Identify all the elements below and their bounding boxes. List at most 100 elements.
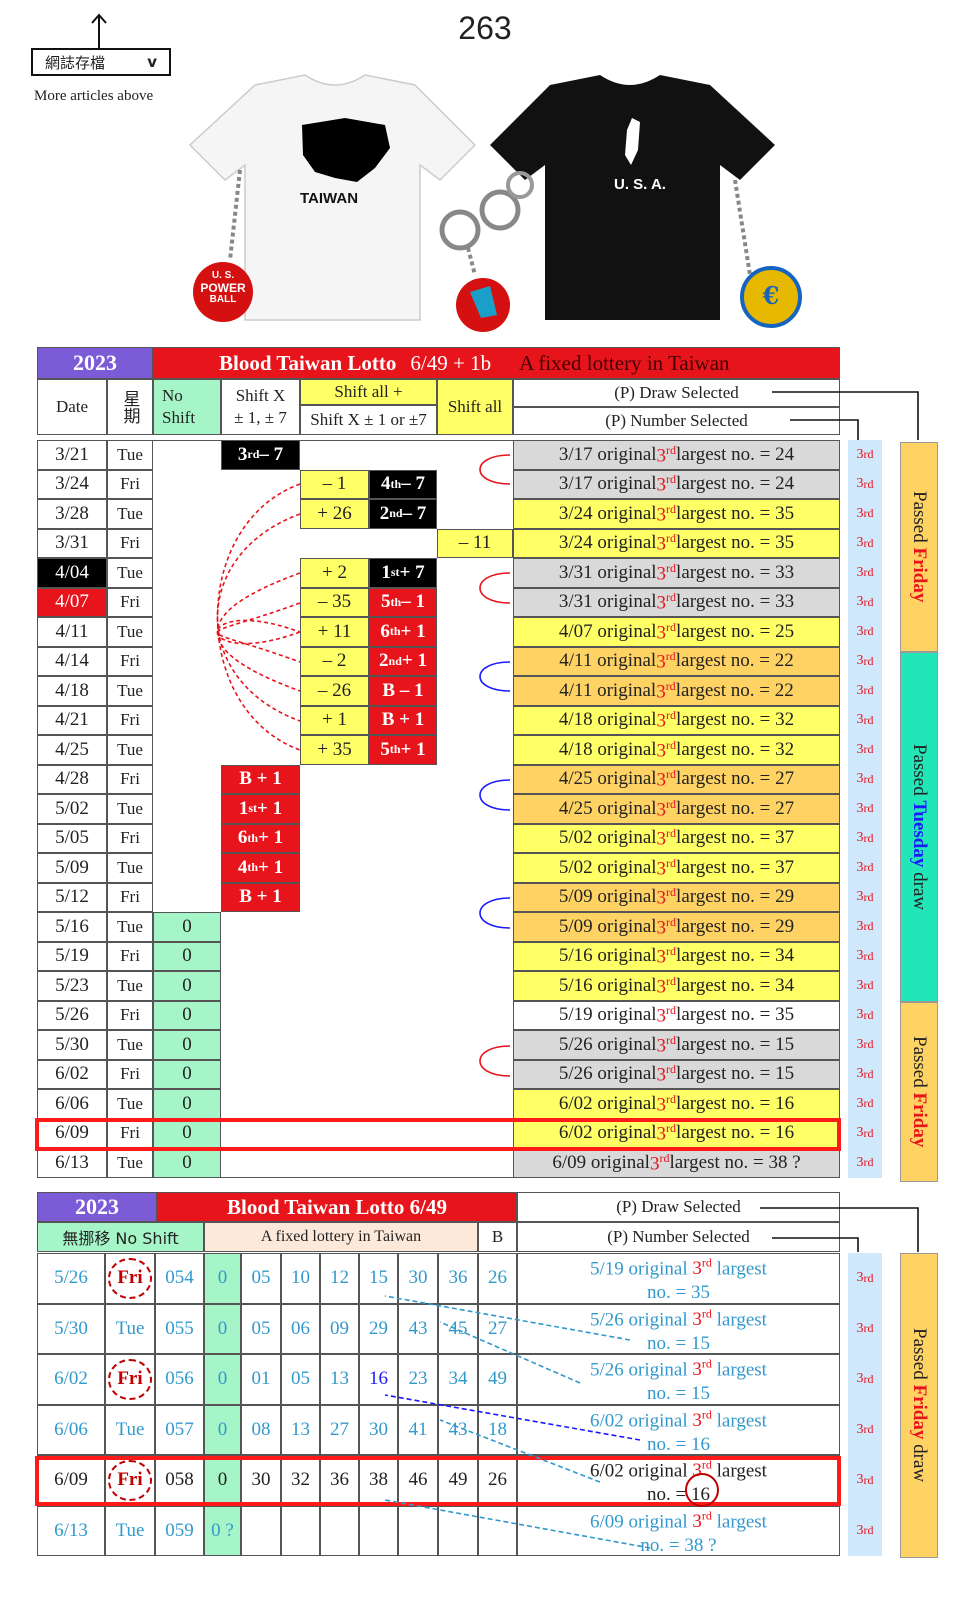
t2-number: 06 xyxy=(281,1303,320,1354)
t2-draw-no: 055 xyxy=(155,1303,204,1354)
t2-draw-no: 054 xyxy=(155,1253,204,1304)
t2-day: Fri xyxy=(105,1354,155,1405)
dashed-arc xyxy=(216,483,301,751)
t2-number: 34 xyxy=(438,1354,478,1405)
t2-number: 01 xyxy=(241,1354,281,1405)
t2-selection-line1: 6/02 original 3rd largest xyxy=(590,1458,767,1482)
t2-day: Tue xyxy=(105,1303,155,1354)
t2-number: 36 xyxy=(438,1253,478,1304)
t1-date: 4/21 xyxy=(37,705,107,735)
t1-shiftx: B + 1 xyxy=(221,764,300,794)
t2-number: 15 xyxy=(359,1253,398,1304)
dashed-arc xyxy=(216,619,301,645)
fri-circle-marker xyxy=(108,1460,152,1501)
t1-day: Fri xyxy=(107,1059,153,1089)
t2-number: 13 xyxy=(320,1354,359,1405)
curved-arrow xyxy=(479,779,511,811)
t2-number: 27 xyxy=(320,1404,359,1455)
t1-day: Tue xyxy=(107,735,153,765)
euro-ball xyxy=(740,266,802,328)
t1-date: 3/21 xyxy=(37,440,107,470)
t1-date: 4/25 xyxy=(37,735,107,765)
t1-shift-amount: + 11 xyxy=(300,617,369,647)
t1-date: 3/31 xyxy=(37,528,107,558)
powerball-ball xyxy=(193,262,253,322)
t1-shift-amount: + 2 xyxy=(300,558,369,588)
t1-selection-text: 5/02 original 3rd largest no. = 37 xyxy=(513,853,840,883)
t1-selection-text: 4/25 original 3rd largest no. = 27 xyxy=(513,764,840,794)
t1-day: Fri xyxy=(107,705,153,735)
archive-select[interactable]: 網誌存檔 v xyxy=(31,48,171,76)
t1-date: 5/12 xyxy=(37,882,107,912)
white-shirt xyxy=(188,74,477,321)
dashed-arc xyxy=(216,572,301,692)
t1-selection-text: 3/17 original 3rd largest no. = 24 xyxy=(513,469,840,499)
t2-fixed: A fixed lottery in Taiwan xyxy=(204,1222,478,1252)
t1-draw-selected: (P) Draw Selected xyxy=(513,379,840,407)
t1-selection-text: 4/25 original 3rd largest no. = 27 xyxy=(513,794,840,824)
t1-selection-text: 3/31 original 3rd largest no. = 33 xyxy=(513,587,840,617)
t2-noshift: 無挪移 No Shift xyxy=(37,1222,204,1252)
t1-selection-text: 3/24 original 3rd largest no. = 35 xyxy=(513,499,840,529)
t1-selection-text: 4/11 original 3rd largest no. = 22 xyxy=(513,646,840,676)
t1-shift-amount: – 35 xyxy=(300,587,369,617)
t2-selection-line1: 6/09 original 3rd largest xyxy=(590,1508,767,1532)
t1-date: 6/02 xyxy=(37,1059,107,1089)
t1-noshift: 0 xyxy=(153,1059,221,1089)
curved-arrow xyxy=(479,661,511,692)
t2-noshift-val: 0 xyxy=(204,1354,241,1405)
curved-arrow xyxy=(479,572,511,604)
t1-noshift: 0 xyxy=(153,971,221,1001)
up-arrow-icon xyxy=(91,13,107,48)
t1-day: Tue xyxy=(107,1030,153,1060)
t1-selection-text: 5/19 original 3rd largest no. = 35 xyxy=(513,1000,840,1030)
t2-number: 41 xyxy=(398,1404,438,1455)
t1-selection-text: 4/18 original 3rd largest no. = 32 xyxy=(513,735,840,765)
t1-day: Fri xyxy=(107,528,153,558)
t1-col-shiftx-line: ± 1, ± 7 xyxy=(234,408,287,427)
t2-noshift-val: 0 xyxy=(204,1303,241,1354)
t1-day: Tue xyxy=(107,1089,153,1119)
t2-date: 5/30 xyxy=(37,1303,105,1354)
t2-date: 5/26 xyxy=(37,1253,105,1304)
t1-selection-text: 4/07 original 3rd largest no. = 25 xyxy=(513,617,840,647)
t1-date: 4/11 xyxy=(37,617,107,647)
t1-date: 6/06 xyxy=(37,1089,107,1119)
t1-day: Fri xyxy=(107,587,153,617)
t2-selection-line2: no. = 15 xyxy=(647,1383,710,1405)
t1-date: 4/18 xyxy=(37,676,107,706)
t1-title: Blood Taiwan Lotto xyxy=(219,350,397,375)
curved-arrow xyxy=(479,897,511,929)
t1-selection-text: 4/11 original 3rd largest no. = 22 xyxy=(513,676,840,706)
more-articles-text: More articles above xyxy=(34,88,154,104)
t2-number: 43 xyxy=(438,1404,478,1455)
powerball-label: U. S. POWER BALL xyxy=(200,270,246,305)
